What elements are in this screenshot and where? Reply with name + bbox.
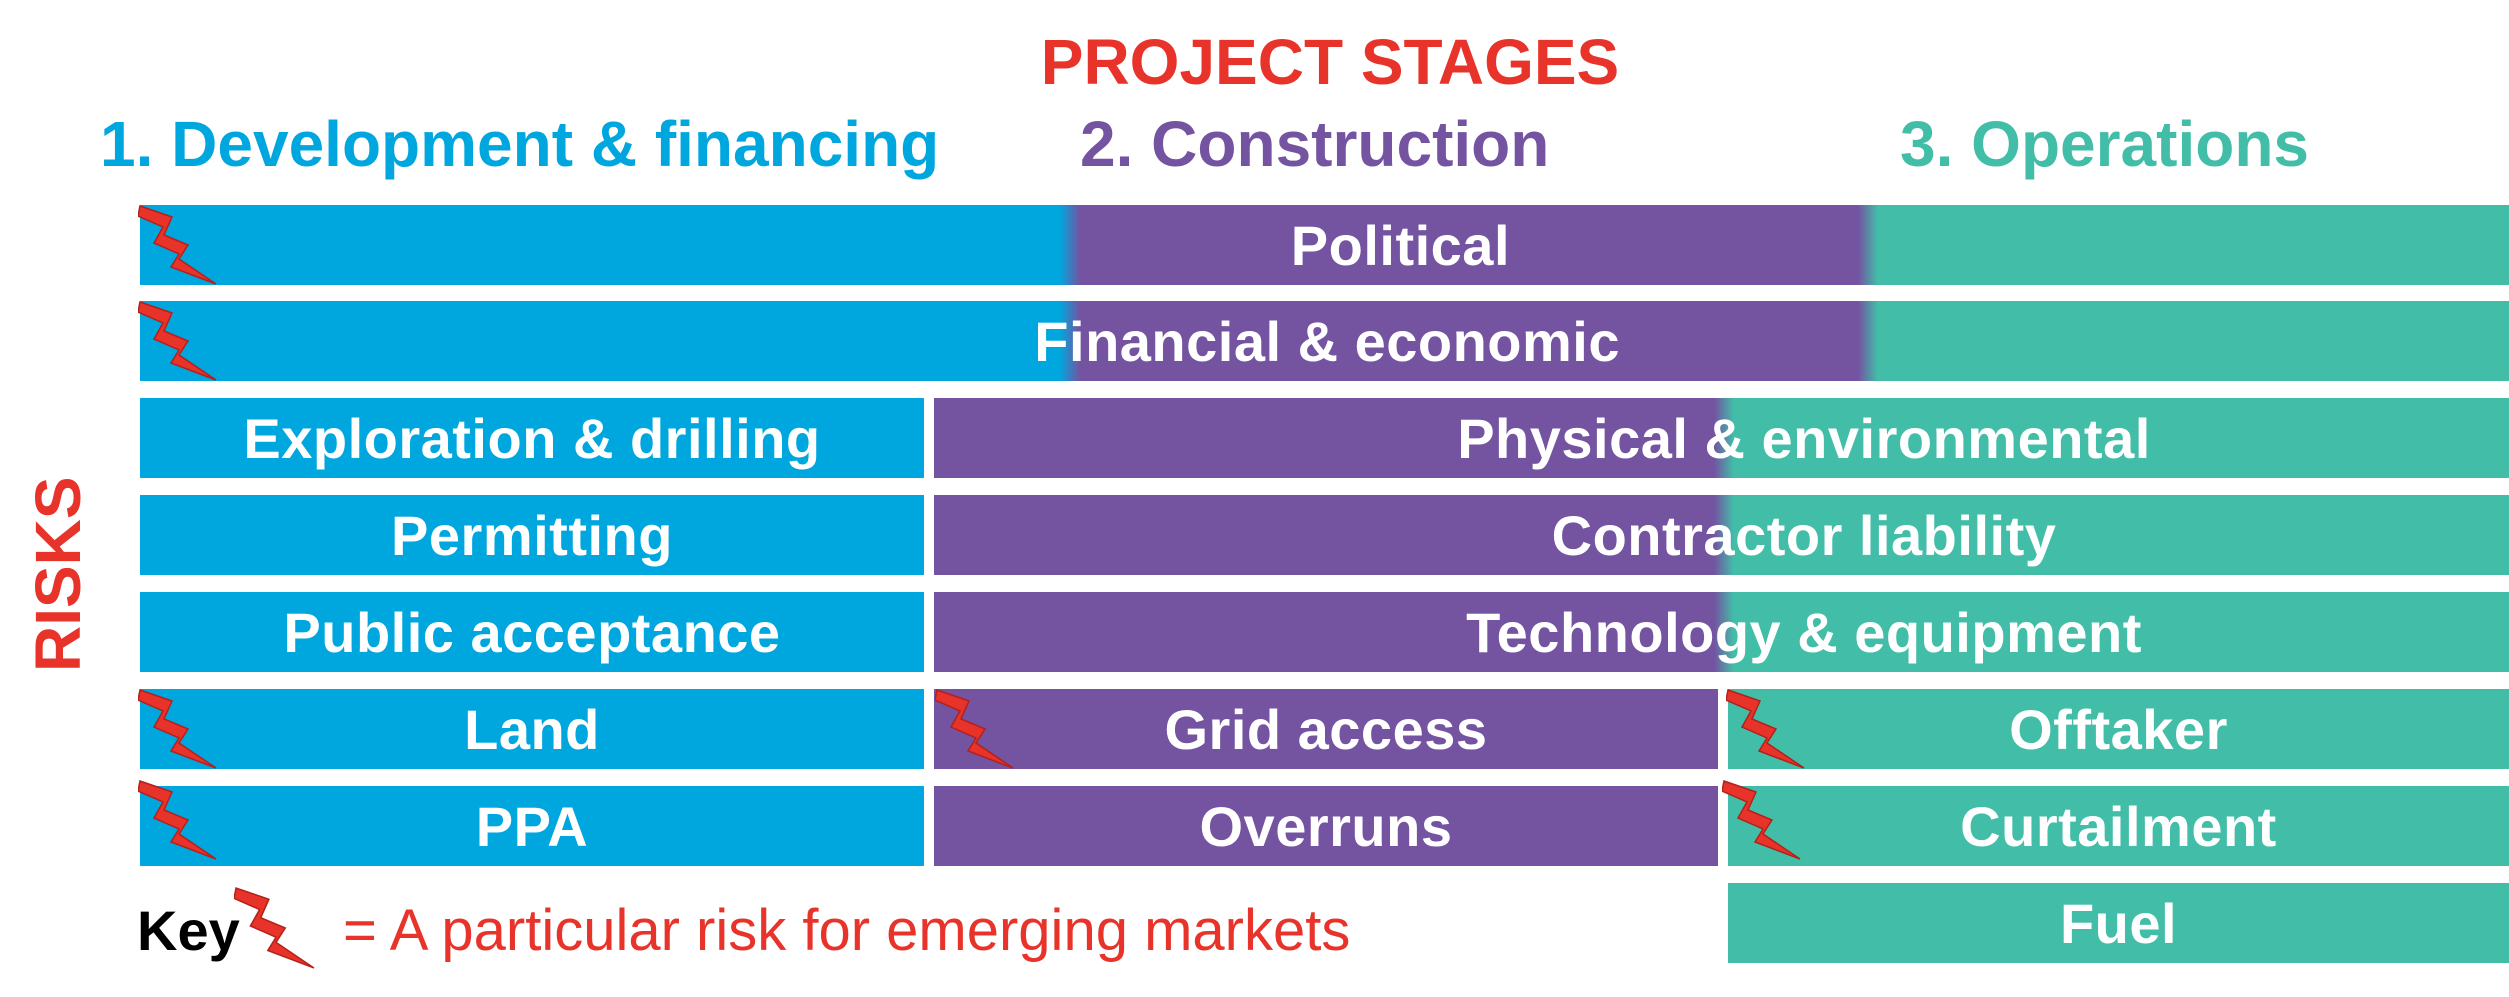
risk-bar-grid-access: Grid access <box>934 689 1718 769</box>
risk-bar-permitting: Permitting <box>140 495 924 575</box>
risk-label-fuel: Fuel <box>2059 891 2178 955</box>
lightning-bolt-icon <box>935 688 1015 770</box>
lightning-bolt-icon <box>138 779 218 861</box>
risk-bar-fuel: Fuel <box>1728 883 2509 963</box>
risk-label-offtaker: Offtaker <box>2009 697 2228 761</box>
lightning-bolt-icon <box>138 300 218 382</box>
risk-label-exploration-drilling: Exploration & drilling <box>243 406 821 470</box>
risk-label-public-acceptance: Public acceptance <box>283 600 781 664</box>
risk-bar-public-acceptance: Public acceptance <box>140 592 924 672</box>
risks-axis-label: RISKS <box>22 476 94 672</box>
diagram-title: PROJECT STAGES <box>1040 26 1620 98</box>
lightning-bolt-icon <box>1726 688 1806 770</box>
risk-bar-political: Political <box>140 205 2509 285</box>
risk-bar-land: Land <box>140 689 924 769</box>
risk-label-permitting: Permitting <box>391 503 673 567</box>
risk-bar-exploration-drilling: Exploration & drilling <box>140 398 924 478</box>
risk-label-financial-economic: Financial & economic <box>1034 309 1620 373</box>
risk-bar-overruns: Overruns <box>934 786 1718 866</box>
risk-bar-contractor-liability: Contractor liability <box>934 495 2509 575</box>
risk-label-political: Political <box>1290 213 1510 277</box>
risk-bar-curtailment: Curtailment <box>1728 786 2509 866</box>
risk-label-ppa: PPA <box>475 794 589 858</box>
lightning-bolt-icon <box>138 688 218 770</box>
lightning-bolt-icon <box>1722 779 1802 861</box>
risk-label-grid-access: Grid access <box>1164 697 1488 761</box>
key-label: Key <box>137 899 240 962</box>
risk-bar-physical-environmental: Physical & environmental <box>934 398 2509 478</box>
lightning-bolt-icon <box>234 886 316 970</box>
stage-operations-label: 3. Operations <box>1900 108 2309 180</box>
risk-bar-offtaker: Offtaker <box>1728 689 2509 769</box>
risk-label-land: Land <box>464 697 600 761</box>
risk-label-technology-equipment: Technology & equipment <box>1466 600 2142 664</box>
key-description: = A particular risk for emerging markets <box>343 898 1351 963</box>
risk-bar-financial-economic: Financial & economic <box>140 301 2509 381</box>
risk-label-overruns: Overruns <box>1199 794 1453 858</box>
lightning-bolt-icon <box>138 204 218 286</box>
risk-label-curtailment: Curtailment <box>1960 794 2277 858</box>
stage-construction-label: 2. Construction <box>1080 108 1550 180</box>
risk-label-physical-environmental: Physical & environmental <box>1457 406 2151 470</box>
risk-bar-ppa: PPA <box>140 786 924 866</box>
risk-bar-technology-equipment: Technology & equipment <box>934 592 2509 672</box>
risk-label-contractor-liability: Contractor liability <box>1551 503 2057 567</box>
stage-development-label: 1. Development & financing <box>100 108 940 180</box>
